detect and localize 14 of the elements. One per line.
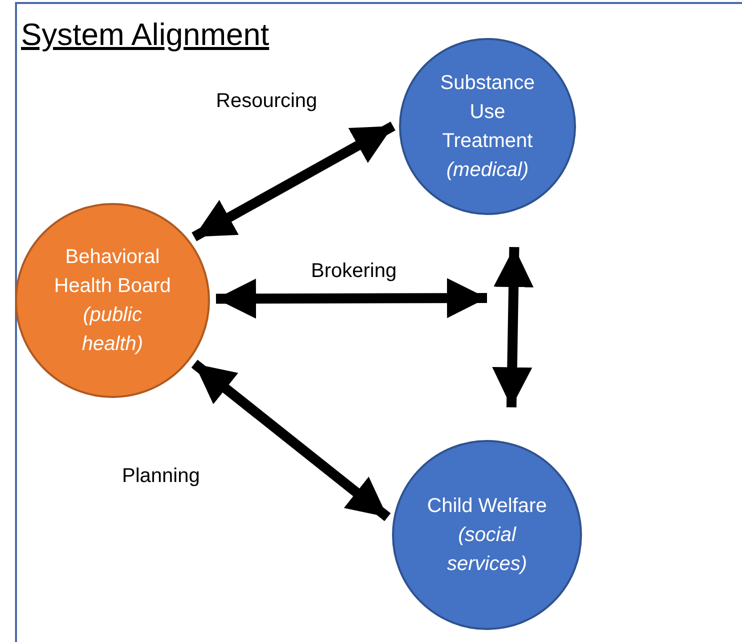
double-arrow: [192, 122, 396, 242]
node-subtitle: (social services): [446, 522, 528, 576]
title: System Alignment: [21, 18, 270, 52]
node-label: Behavioral Health Board: [53, 244, 172, 298]
double-arrow: [492, 247, 534, 408]
node-subtitle: (public health): [80, 302, 144, 356]
double-arrow: [216, 278, 488, 319]
node-subtitle: (medical): [446, 158, 529, 182]
double-arrow: [191, 360, 391, 522]
node-label: Substance Use Treatment: [439, 70, 536, 154]
edge-label: Brokering: [311, 259, 397, 283]
edge-label: Planning: [122, 464, 200, 488]
node-label: Child Welfare: [427, 494, 547, 518]
edge-label: Resourcing: [216, 89, 318, 113]
